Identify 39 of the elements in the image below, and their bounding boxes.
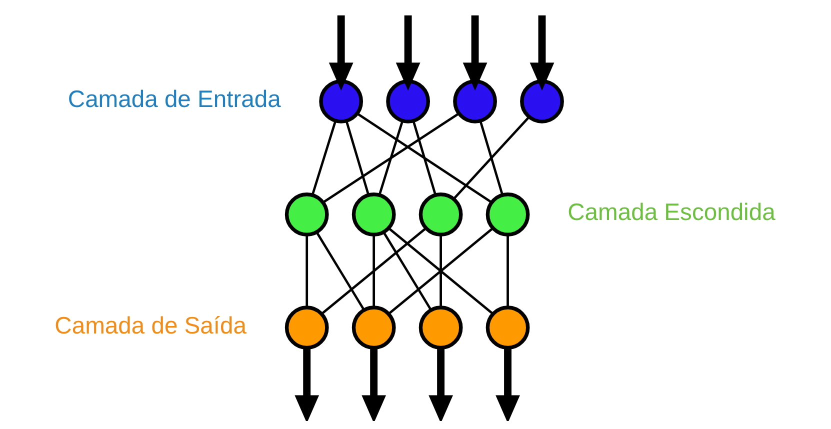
connector bbox=[321, 227, 427, 315]
arrow bbox=[362, 348, 386, 421]
label: Camada de Saída bbox=[54, 312, 247, 340]
node-circle bbox=[453, 79, 497, 124]
node-circle bbox=[386, 79, 430, 124]
connector bbox=[372, 234, 376, 307]
arrow bbox=[328, 15, 354, 91]
node-circle bbox=[352, 306, 396, 350]
connector bbox=[322, 112, 460, 204]
connector bbox=[506, 234, 509, 307]
node-circle bbox=[486, 192, 530, 236]
node-circle bbox=[520, 79, 564, 124]
node-circle bbox=[319, 79, 364, 124]
label: Camada Escondida bbox=[568, 199, 776, 226]
node-circle bbox=[284, 306, 329, 350]
node-circle bbox=[418, 192, 463, 236]
connector bbox=[388, 227, 494, 315]
label: Camada de Entrada bbox=[68, 86, 281, 114]
node-circle bbox=[352, 192, 396, 236]
connector bbox=[412, 120, 437, 196]
connector bbox=[479, 120, 504, 196]
arrow bbox=[428, 348, 454, 421]
connector bbox=[452, 116, 530, 200]
connector bbox=[357, 112, 492, 204]
connector bbox=[345, 120, 370, 196]
connector bbox=[306, 234, 308, 307]
node-circle bbox=[284, 192, 329, 236]
node-circle bbox=[418, 306, 463, 350]
connector bbox=[311, 120, 337, 196]
arrow bbox=[530, 15, 554, 91]
arrow bbox=[396, 15, 420, 91]
node-circle bbox=[486, 306, 530, 350]
connector bbox=[378, 120, 404, 196]
connector bbox=[382, 232, 432, 310]
connector bbox=[440, 234, 442, 307]
arrow bbox=[496, 348, 520, 421]
arrow bbox=[462, 15, 488, 91]
arrow bbox=[294, 348, 320, 421]
connector bbox=[316, 232, 365, 310]
